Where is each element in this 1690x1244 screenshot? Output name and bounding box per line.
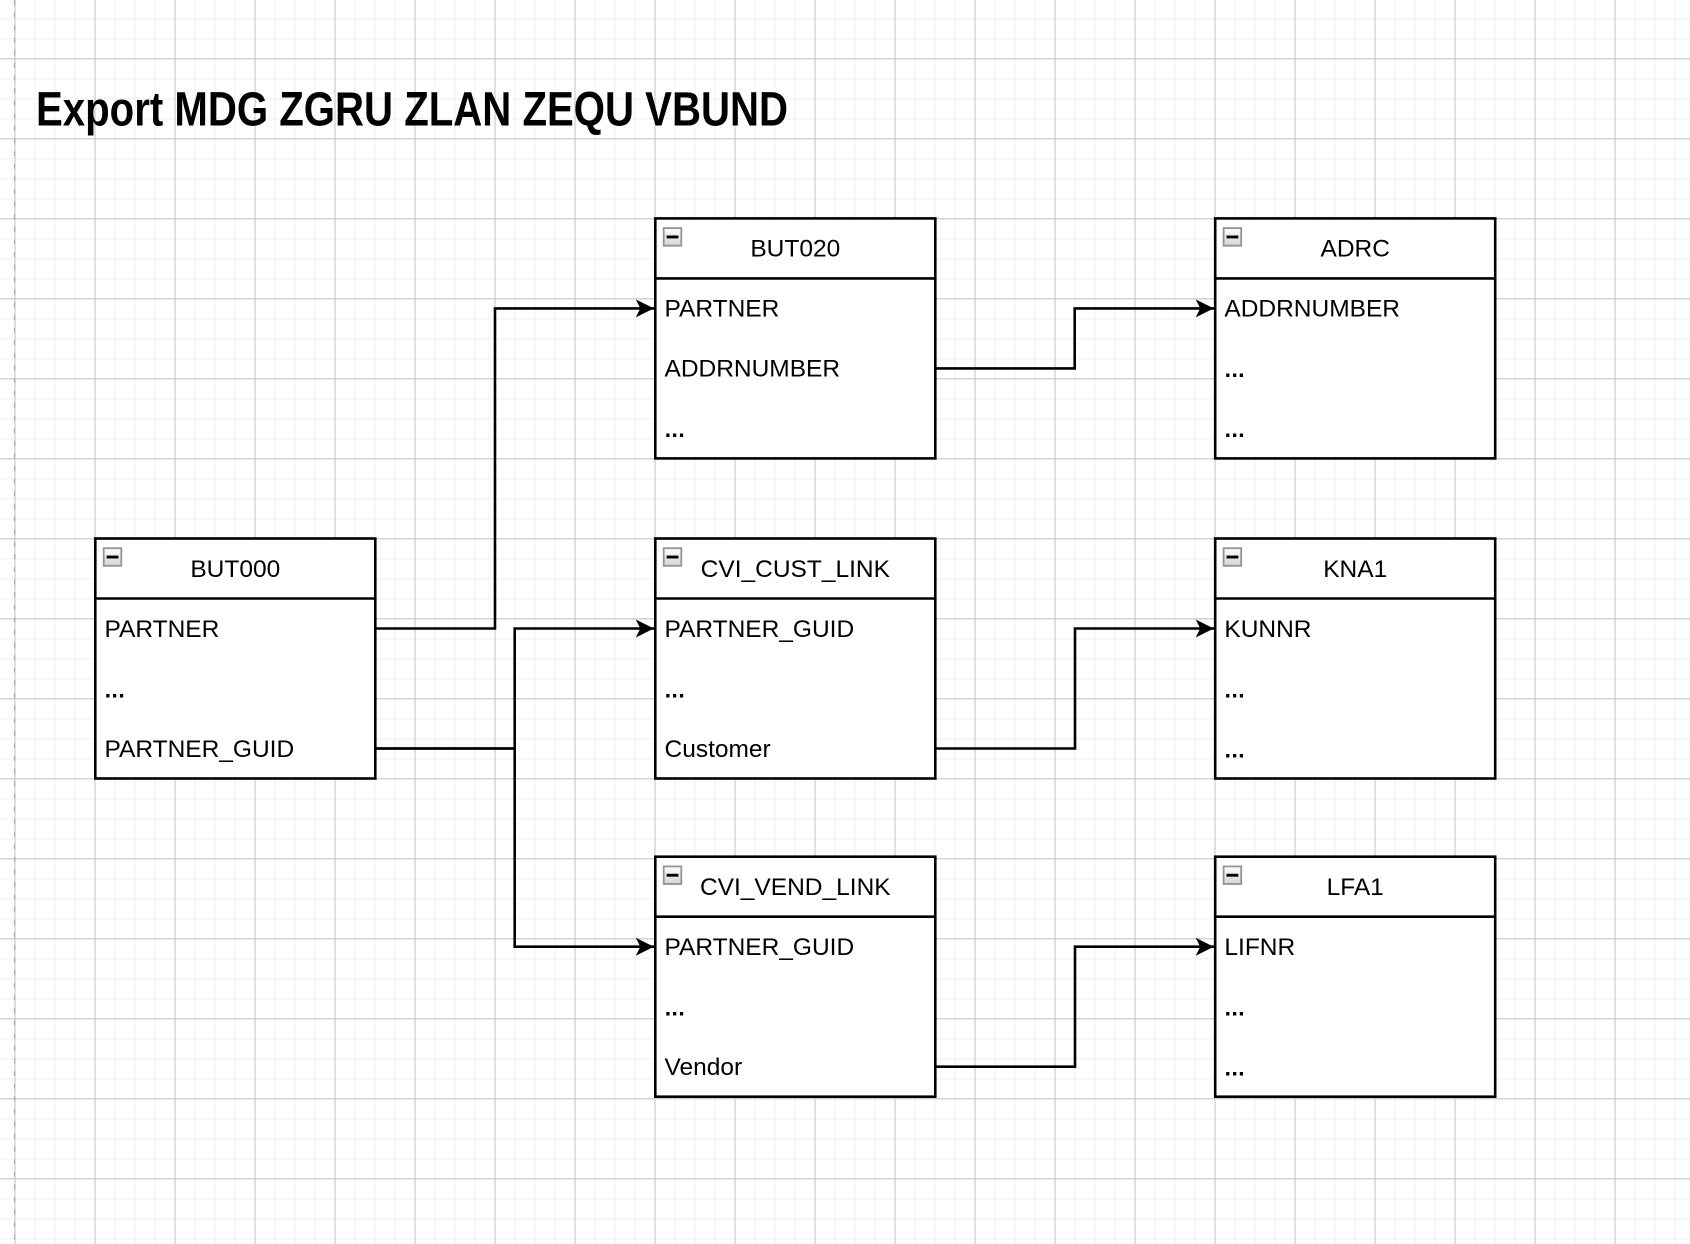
svg-text:Export MDG ZGRU ZLAN ZEQU VBUN: Export MDG ZGRU ZLAN ZEQU VBUND xyxy=(36,83,788,137)
svg-text:PARTNER_GUID: PARTNER_GUID xyxy=(105,736,295,763)
svg-text:PARTNER_GUID: PARTNER_GUID xyxy=(665,934,855,961)
svg-text:ADRC: ADRC xyxy=(1320,236,1389,263)
svg-text:BUT020: BUT020 xyxy=(750,236,840,263)
svg-text:...: ... xyxy=(1224,736,1244,763)
svg-text:...: ... xyxy=(665,676,685,703)
svg-text:LFA1: LFA1 xyxy=(1327,874,1384,901)
svg-text:...: ... xyxy=(1224,994,1244,1021)
svg-text:PARTNER_GUID: PARTNER_GUID xyxy=(665,616,855,643)
svg-text:ADDRNUMBER: ADDRNUMBER xyxy=(1224,296,1400,323)
svg-text:Customer: Customer xyxy=(665,736,771,763)
svg-text:...: ... xyxy=(1224,676,1244,703)
svg-text:CVI_VEND_LINK: CVI_VEND_LINK xyxy=(700,874,891,901)
svg-text:...: ... xyxy=(105,676,125,703)
svg-text:...: ... xyxy=(1224,1054,1244,1081)
svg-text:LIFNR: LIFNR xyxy=(1224,934,1295,961)
svg-text:KNA1: KNA1 xyxy=(1323,556,1387,583)
svg-text:...: ... xyxy=(665,416,685,443)
svg-text:...: ... xyxy=(1224,356,1244,383)
svg-text:KUNNR: KUNNR xyxy=(1224,616,1311,643)
svg-text:PARTNER: PARTNER xyxy=(105,616,220,643)
svg-text:BUT000: BUT000 xyxy=(190,556,280,583)
svg-text:ADDRNUMBER: ADDRNUMBER xyxy=(665,356,841,383)
svg-text:Vendor: Vendor xyxy=(665,1054,743,1081)
svg-text:...: ... xyxy=(1224,416,1244,443)
svg-text:...: ... xyxy=(665,994,685,1021)
svg-text:PARTNER: PARTNER xyxy=(665,296,780,323)
svg-text:CVI_CUST_LINK: CVI_CUST_LINK xyxy=(701,556,891,583)
